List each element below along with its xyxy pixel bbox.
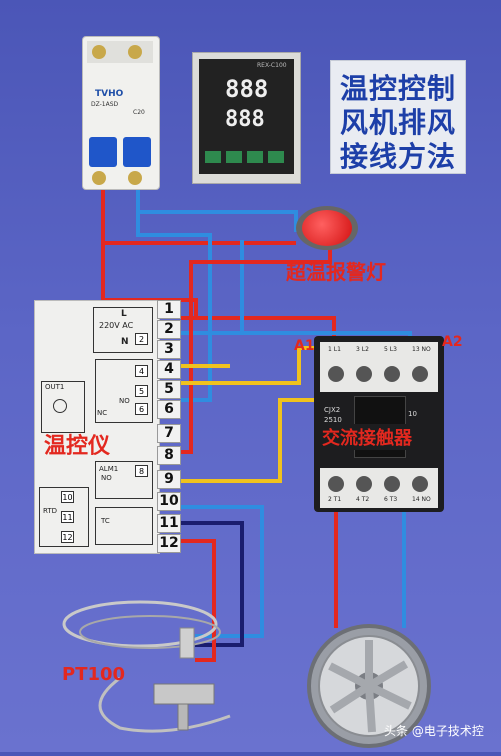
screw-bottom-1 <box>328 476 344 492</box>
breaker-brand: TVHO <box>95 89 124 99</box>
terminal-8: 8 <box>157 446 181 465</box>
inner-pin-8: 8 <box>135 465 148 477</box>
alm-no-label: NO <box>101 474 112 482</box>
wire-navy-term11-to-sensor <box>181 521 244 647</box>
terminal-5: 5 <box>157 380 181 399</box>
display-pv: 888 <box>225 75 269 103</box>
terminal-6: 6 <box>157 400 181 419</box>
screw-bottom-2 <box>356 476 372 492</box>
screw-bottom-3 <box>384 476 400 492</box>
inner-pin-12: 12 <box>61 531 74 543</box>
screw-top-3 <box>384 366 400 382</box>
display-button-2[interactable] <box>226 151 242 163</box>
temperature-controller-front: REX-C100 888 888 <box>192 52 301 184</box>
screw-top-4 <box>412 366 428 382</box>
terminal-7: 7 <box>157 424 181 443</box>
contactor-top-term-2: 3 L2 <box>356 346 369 353</box>
breaker-toggle-right[interactable] <box>123 137 151 167</box>
breaker-screw-top-left <box>92 45 106 59</box>
screw-top-1 <box>328 366 344 382</box>
title-line-3: 接线方法 <box>339 140 456 173</box>
tc-label: TC <box>101 517 110 525</box>
contactor-bottom-term-2: 4 T2 <box>356 496 370 503</box>
pt100-label: PT100 <box>62 664 126 685</box>
breaker-rating: C20 <box>133 109 145 116</box>
terminal-12: 12 <box>157 534 181 553</box>
contactor-model-sub: 2510 <box>324 416 342 424</box>
contactor-bottom-term-4: 14 NO <box>412 496 431 503</box>
contactor-bottom-term-3: 6 T3 <box>384 496 398 503</box>
display-button-3[interactable] <box>247 151 263 163</box>
screw-bottom-4 <box>412 476 428 492</box>
inner-pin-5: 5 <box>135 385 148 397</box>
exhaust-fan-motor <box>306 618 432 752</box>
breaker-screw-top-right <box>128 45 142 59</box>
wire-blue-term10-to-sensor <box>181 505 264 638</box>
contactor-top-term-1: 1 L1 <box>328 346 341 353</box>
breaker-screw-bottom-right <box>128 171 142 185</box>
wire-red-lamp-to-term8 <box>181 240 332 454</box>
controller-wiring-panel: 220V AC L N 2 OUT1 4 5 6 NC NO ALM1 NO 8… <box>34 300 160 554</box>
title-line-1: 温控控制 <box>339 72 456 105</box>
terminal-3: 3 <box>157 340 181 359</box>
contactor-label: 交流接触器 <box>320 424 414 450</box>
contactor-top-term-4: 13 NO <box>412 346 431 353</box>
screw-top-2 <box>356 366 372 382</box>
inner-pin-11: 11 <box>61 511 74 523</box>
display-sv: 888 <box>225 107 265 132</box>
inner-pin-10: 10 <box>61 491 74 503</box>
relay-nc-label: NC <box>97 409 108 417</box>
breaker-screw-bottom-left <box>92 171 106 185</box>
power-label: 220V AC <box>99 321 134 330</box>
contactor-rating: 10 <box>408 410 417 418</box>
pt100-sensor <box>60 588 260 738</box>
contactor-top-term-3: 5 L3 <box>384 346 397 353</box>
terminal-9: 9 <box>157 470 181 489</box>
wire-red-term12-to-sensor <box>181 539 216 662</box>
terminal-4: 4 <box>157 360 181 379</box>
terminal-2: 2 <box>157 320 181 339</box>
terminal-11: 11 <box>157 514 181 533</box>
watermark: 头条 @电子技术控 <box>384 724 484 738</box>
title-line-2: 风机排风 <box>339 106 456 139</box>
title-box: 温控控制 风机排风 接线方法 <box>330 60 466 174</box>
inner-pin-6: 6 <box>135 403 148 415</box>
power-live-marker: L <box>121 309 127 319</box>
contactor-model: CJX2 <box>324 406 341 414</box>
terminal-1: 1 <box>157 300 181 319</box>
contactor-a2-label: A2 <box>442 334 463 350</box>
contactor-a1-label: A1 <box>294 338 315 354</box>
rtd-label: RTD <box>43 507 58 515</box>
circuit-breaker: TVHO DZ-1ASD C20 <box>82 36 160 190</box>
power-neutral-marker: N <box>121 337 129 347</box>
wire-yellow-term9-to-A2 <box>181 398 319 483</box>
breaker-model: DZ-1ASD <box>91 101 119 108</box>
alarm-lamp-label: 超温报警灯 <box>286 260 386 284</box>
display-button-4[interactable] <box>268 151 284 163</box>
terminal-10: 10 <box>157 492 181 511</box>
alm-label: ALM1 <box>99 465 119 473</box>
display-model: REX-C100 <box>257 62 287 69</box>
alarm-lamp <box>296 206 360 254</box>
relay-no-label: NO <box>119 397 130 405</box>
wire-blue-breaker-to-lamp <box>136 188 298 232</box>
wire-blue-breaker-N-down <box>136 212 212 402</box>
contactor-bottom-term-1: 2 T1 <box>328 496 342 503</box>
out1-label: OUT1 <box>45 383 65 391</box>
controller-label: 温控仪 <box>44 434 111 459</box>
display-button-1[interactable] <box>205 151 221 163</box>
breaker-toggle-left[interactable] <box>89 137 117 167</box>
inner-pin-4: 4 <box>135 365 148 377</box>
inner-pin-2: 2 <box>135 333 148 345</box>
